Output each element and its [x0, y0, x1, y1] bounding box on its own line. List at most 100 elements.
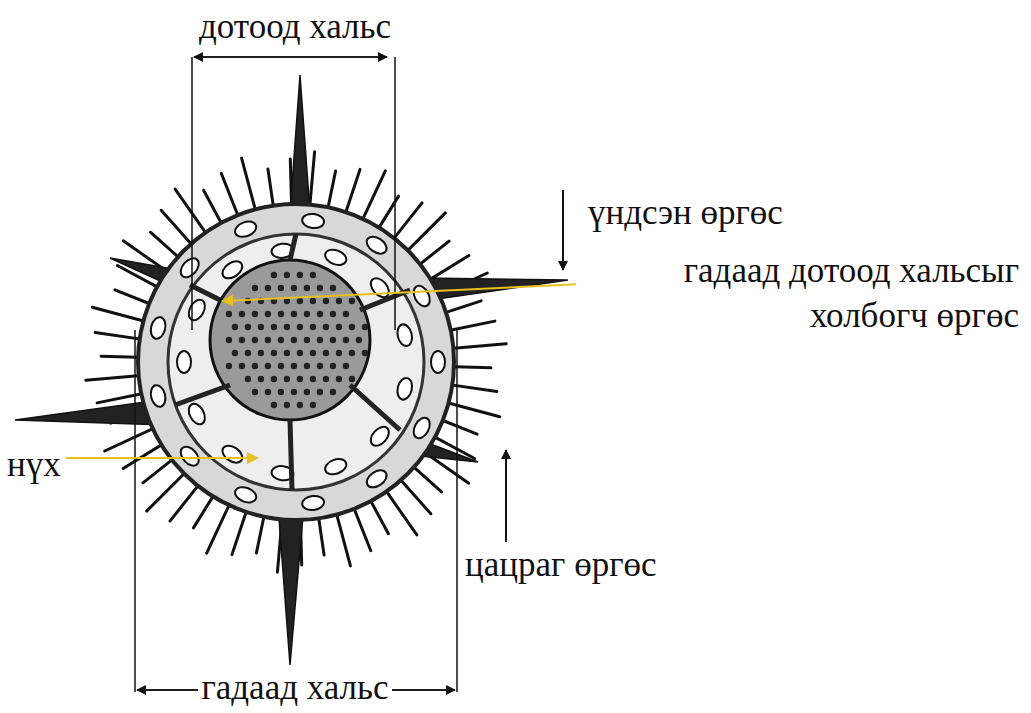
inner-pore: [245, 350, 251, 356]
pore: [177, 255, 202, 281]
pores: [149, 213, 445, 511]
radial-spines: [86, 152, 506, 572]
inner-pore: [317, 363, 323, 369]
inner-pore: [362, 350, 368, 356]
inner-pore: [349, 324, 355, 330]
pore: [233, 484, 259, 505]
inner-pore: [258, 376, 264, 382]
inner-pore: [271, 324, 277, 330]
pore: [364, 233, 390, 257]
pore: [431, 351, 445, 373]
inner-pore: [252, 363, 258, 369]
inner-pore: [284, 272, 290, 278]
shell-ring: [168, 234, 424, 490]
inner-pore: [336, 376, 342, 382]
pore: [395, 323, 414, 348]
inner-pore: [323, 298, 329, 304]
inner-pore: [323, 350, 329, 356]
inner-pore: [265, 285, 271, 291]
pore: [149, 316, 168, 341]
pore: [219, 442, 245, 466]
inner-pore: [297, 298, 303, 304]
inner-pore: [252, 337, 258, 343]
inner-pore: [245, 324, 251, 330]
inner-pore: [278, 311, 284, 317]
inner-pore: [297, 350, 303, 356]
inner-pore: [278, 389, 284, 395]
inner-pore: [239, 337, 245, 343]
inner-pore: [226, 311, 232, 317]
inner-pore: [291, 363, 297, 369]
pore: [149, 384, 168, 409]
inner-shell: [210, 260, 370, 420]
inner-pore: [265, 337, 271, 343]
main-spine-label: үндсэн өргөс: [585, 190, 786, 236]
pore: [301, 213, 325, 230]
leader-lines: [66, 190, 645, 545]
inner-pore: [317, 337, 323, 343]
inner-pore: [304, 285, 310, 291]
pore: [410, 415, 433, 441]
inner-pore: [297, 376, 303, 382]
pore: [410, 283, 433, 309]
connecting-spine-label: гадаад дотоод хальсыг холбогч өргөс: [576, 248, 1022, 339]
inner-pore: [317, 389, 323, 395]
inner-pore: [297, 324, 303, 330]
inner-pore: [265, 363, 271, 369]
inner-pore: [258, 324, 264, 330]
inner-pore: [330, 363, 336, 369]
inner-pore: [330, 337, 336, 343]
inner-pore: [336, 350, 342, 356]
pore: [177, 443, 202, 469]
inner-pore: [304, 389, 310, 395]
inner-pore: [349, 298, 355, 304]
inner-pore: [304, 337, 310, 343]
inner-pore: [297, 272, 303, 278]
inner-pore: [362, 324, 368, 330]
inner-pore: [226, 337, 232, 343]
inner-shell-label: дотоод хальс: [196, 4, 394, 50]
inner-pore: [310, 324, 316, 330]
inner-pore: [336, 298, 342, 304]
inner-pore: [291, 311, 297, 317]
inner-pore: [356, 337, 362, 343]
inner-pore: [349, 376, 355, 382]
pore: [177, 351, 191, 373]
inner-pore: [258, 350, 264, 356]
pore: [367, 423, 392, 449]
pore: [323, 456, 349, 477]
pore: [395, 376, 414, 401]
inner-pore: [271, 402, 277, 408]
inner-pore: [226, 363, 232, 369]
inner-pore: [284, 376, 290, 382]
inner-pore: [291, 285, 297, 291]
pore: [186, 297, 209, 323]
inner-pore: [271, 350, 277, 356]
inner-pore: [310, 376, 316, 382]
inner-pore: [336, 324, 342, 330]
inner-pore: [330, 311, 336, 317]
inner-pore: [323, 324, 329, 330]
pore-label: нүх: [4, 442, 64, 488]
inner-pore: [330, 285, 336, 291]
pore: [364, 467, 390, 491]
inner-pore: [239, 363, 245, 369]
inner-pore: [310, 298, 316, 304]
inner-pore: [323, 376, 329, 382]
inner-pore: [278, 337, 284, 343]
inner-pore: [317, 285, 323, 291]
inner-pore: [232, 324, 238, 330]
inner-pore: [304, 363, 310, 369]
inner-pore: [284, 324, 290, 330]
inner-pore: [265, 389, 271, 395]
inner-pore: [252, 311, 258, 317]
inner-pore: [284, 402, 290, 408]
inner-pore: [278, 285, 284, 291]
connecting-spines: [175, 234, 410, 490]
inner-pore: [284, 350, 290, 356]
outer-shell-label: гадаад хальс: [198, 665, 391, 711]
inner-pore: [330, 389, 336, 395]
pore: [186, 401, 209, 427]
dimension-brackets: [135, 57, 457, 692]
radial-spine-label: цацраг өргөс: [462, 542, 660, 588]
